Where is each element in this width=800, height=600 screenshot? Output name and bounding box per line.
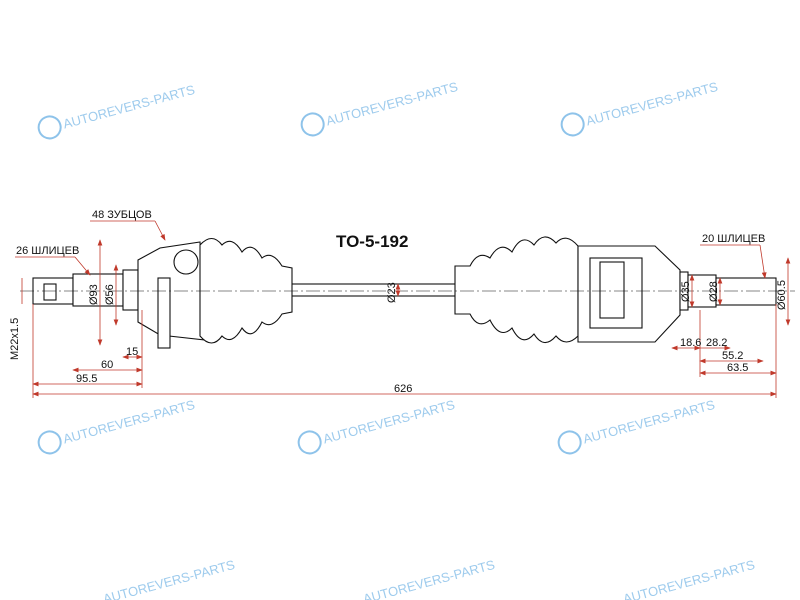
length-626-label: 626: [394, 383, 412, 395]
svg-text:AUTOREVERS-PARTS: AUTOREVERS-PARTS: [584, 79, 719, 129]
dimensions: [15, 220, 791, 398]
svg-text:AUTOREVERS-PARTS: AUTOREVERS-PARTS: [61, 82, 196, 132]
dimension-labels: 48 ЗУБЦОВ 26 ШЛИЦЕВ 20 ШЛИЦЕВ M22x1.5 Ø9…: [9, 209, 788, 395]
watermark-logo-icon: AUTOREVERS-PARTS: [37, 82, 197, 140]
d56-label: Ø56: [104, 284, 116, 305]
part-number-title: TO-5-192: [336, 232, 408, 251]
svg-text:AUTOREVERS-PARTS: AUTOREVERS-PARTS: [361, 557, 496, 600]
watermark-logo-icon: AUTOREVERS-PARTS: [101, 557, 236, 600]
watermark-logo-icon: AUTOREVERS-PARTS: [297, 397, 457, 455]
svg-text:AUTOREVERS-PARTS: AUTOREVERS-PARTS: [321, 397, 456, 447]
svg-text:AUTOREVERS-PARTS: AUTOREVERS-PARTS: [581, 397, 716, 447]
right-splines-label: 20 ШЛИЦЕВ: [702, 233, 765, 245]
svg-text:AUTOREVERS-PARTS: AUTOREVERS-PARTS: [324, 79, 459, 129]
length-95-5-label: 95.5: [76, 373, 97, 385]
d35-label: Ø35: [680, 281, 692, 302]
watermark-logo-icon: AUTOREVERS-PARTS: [37, 397, 197, 455]
d93-label: Ø93: [88, 284, 100, 305]
d28-label: Ø28: [708, 281, 720, 302]
d23-label: Ø23: [386, 282, 398, 303]
length-28-2-label: 28.2: [706, 337, 727, 349]
length-15-label: 15: [126, 346, 138, 358]
length-63-5-label: 63.5: [727, 362, 748, 374]
thread-label: M22x1.5: [9, 318, 21, 360]
watermark-logo-icon: AUTOREVERS-PARTS: [560, 79, 720, 137]
length-18-6-label: 18.6: [680, 337, 701, 349]
left-splines-label: 26 ШЛИЦЕВ: [16, 245, 79, 257]
length-55-2-label: 55.2: [722, 350, 743, 362]
axle-body: [20, 236, 795, 349]
teeth-count-label: 48 ЗУБЦОВ: [92, 209, 152, 221]
shaft: [289, 283, 466, 297]
svg-text:AUTOREVERS-PARTS: AUTOREVERS-PARTS: [101, 557, 236, 600]
watermark-logo-icon: AUTOREVERS-PARTS: [557, 397, 717, 455]
watermark-logo-icon: AUTOREVERS-PARTS: [621, 557, 756, 600]
watermark-logo-icon: AUTOREVERS-PARTS: [361, 557, 496, 600]
svg-text:AUTOREVERS-PARTS: AUTOREVERS-PARTS: [621, 557, 756, 600]
d60-5-label: Ø60.5: [776, 280, 788, 310]
length-60-label: 60: [101, 359, 113, 371]
svg-text:AUTOREVERS-PARTS: AUTOREVERS-PARTS: [61, 397, 196, 447]
watermark-logo-icon: AUTOREVERS-PARTS: [300, 79, 460, 137]
